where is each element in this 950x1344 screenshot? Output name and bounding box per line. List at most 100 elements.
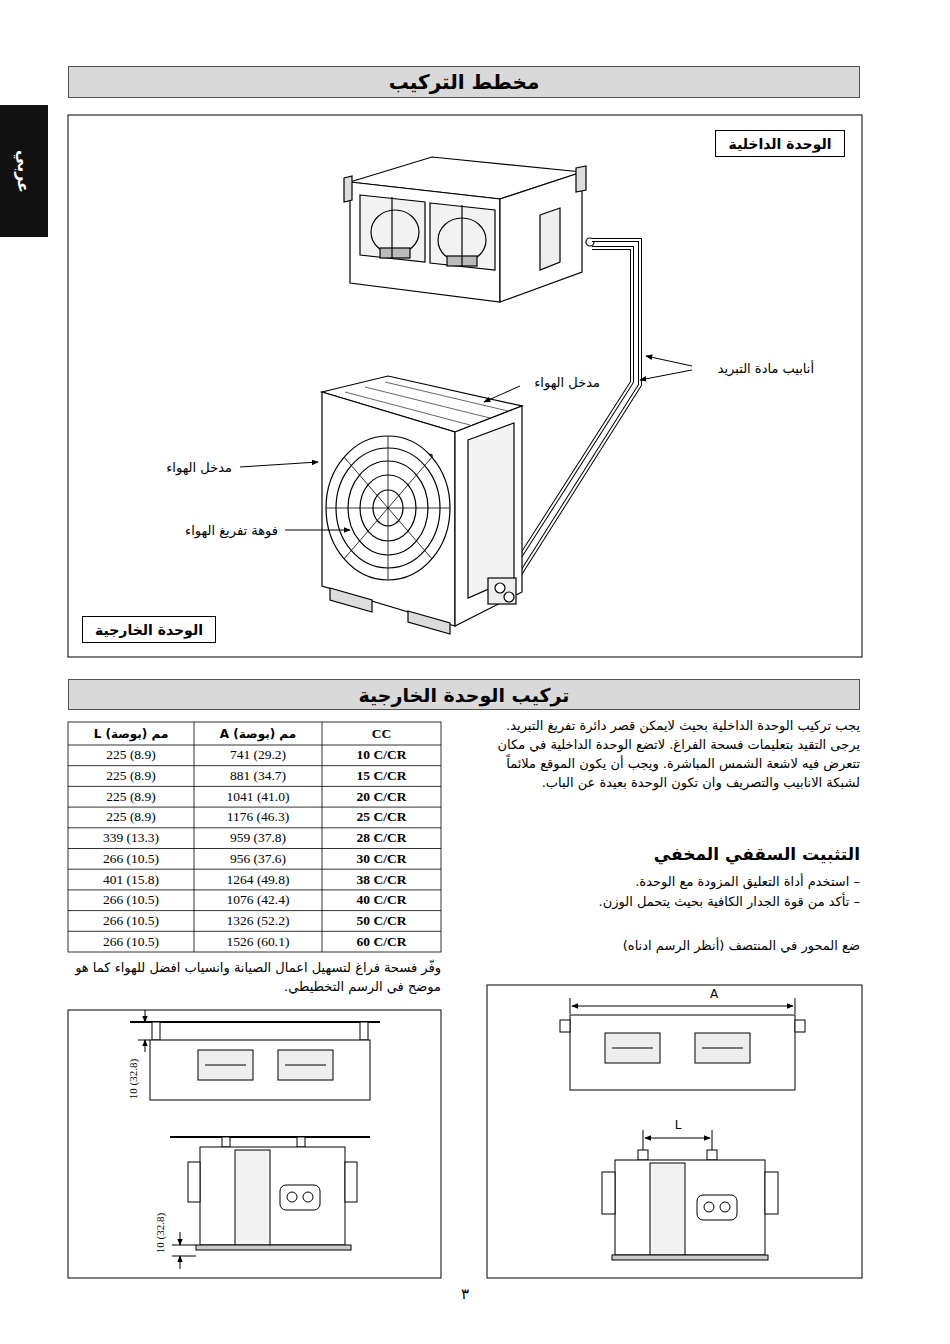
table-cell: 10 C/CR: [322, 745, 441, 766]
clearance-figure: [68, 1010, 441, 1278]
clearance-figure: [278, 1050, 333, 1080]
outdoor-unit: [385, 382, 508, 411]
table-cell: 339 (13.3): [68, 828, 194, 849]
outdoor-unit: [495, 583, 505, 593]
suspension-figure: [487, 985, 862, 1278]
outdoor-unit: [344, 457, 432, 559]
clearance-figure: [68, 1010, 441, 1278]
clearance-figure: [180, 1232, 181, 1245]
indoor-unit: [380, 248, 410, 258]
refrigerant-pipes: [506, 248, 632, 579]
table-cell: 25 C/CR: [322, 807, 441, 828]
leader-line: [285, 530, 350, 531]
callout-label: أنابيب مادة التبريد: [676, 359, 814, 378]
body-text: التثبيت السقفي المخفي: [560, 843, 860, 865]
clearance-figure: [130, 1021, 380, 1023]
suspension-figure: [765, 1172, 778, 1214]
table-cell: 956 (37.6): [194, 849, 322, 870]
clearance-figure: [172, 1256, 196, 1257]
suspension-figure: [650, 1163, 685, 1255]
clearance-figure: [235, 1150, 270, 1245]
clearance-figure: [150, 1040, 370, 1100]
outdoor-unit: [504, 592, 514, 602]
clearance-figure: [152, 1022, 160, 1040]
body-text: وفّر فسحة فراغ لتسهيل اعمال الصيانة وانس…: [68, 958, 441, 996]
clearance-figure: [297, 1137, 305, 1147]
label-box: الوحدة الخارجية: [82, 616, 216, 643]
indoor-unit: [500, 172, 582, 302]
table-cell: 50 C/CR: [322, 911, 441, 932]
indoor-unit: [391, 197, 392, 258]
table-cell: 959 (37.8): [194, 828, 322, 849]
suspension-figure: [615, 1160, 765, 1255]
table-grid: [68, 745, 441, 746]
dimension-label: A: [704, 986, 724, 1003]
suspension-figure: [707, 1150, 717, 1160]
label-box: الوحدة الداخلية: [715, 130, 845, 157]
indoor-unit: [461, 205, 462, 266]
table-cell: A مم (بوصة): [194, 722, 322, 745]
page-number: ٣: [445, 1284, 485, 1304]
suspension-figure: [643, 1130, 644, 1150]
suspension-figure: [702, 1048, 743, 1049]
clearance-figure: [172, 1245, 196, 1246]
table-cell: 38 C/CR: [322, 869, 441, 890]
body-text: – استخدم أداة التعليق المزودة مع الوحدة.: [487, 872, 860, 891]
language-tab: عربي: [0, 105, 48, 237]
outdoor-unit: [344, 457, 432, 559]
outdoor-unit: [488, 578, 516, 604]
suspension-figure: [612, 1255, 768, 1260]
table-cell: 1176 (46.3): [194, 807, 322, 828]
table-grid: [68, 889, 441, 890]
suspension-figure: [572, 1006, 793, 1007]
body-text: يجب تركيب الوحدة الداخلية بحيث لايمكن قص…: [487, 716, 860, 792]
table-cell: 225 (8.9): [68, 786, 194, 807]
suspension-figure: [570, 1015, 795, 1090]
table-cell: 881 (34.7): [194, 766, 322, 787]
table-cell: 15 C/CR: [322, 766, 441, 787]
table-cell: 225 (8.9): [68, 766, 194, 787]
suspension-figure: [720, 1202, 730, 1212]
suspension-figure: [605, 1033, 660, 1063]
table-cell: 1526 (60.1): [194, 931, 322, 952]
table-cell: 401 (15.8): [68, 869, 194, 890]
callout-label: مدخل الهواء: [508, 373, 600, 392]
suspension-figure: [487, 985, 862, 1278]
refrigerant-pipes: [514, 240, 640, 584]
outdoor-unit: [322, 392, 455, 626]
table-cell: L مم (بوصة): [68, 722, 194, 745]
table-grid: [68, 786, 441, 787]
table-cell: CC: [322, 722, 441, 745]
leader-line: [640, 370, 692, 380]
table-cell: 60 C/CR: [322, 931, 441, 952]
refrigerant-pipes: [506, 248, 632, 579]
table-cell: 28 C/CR: [322, 828, 441, 849]
indoor-unit: [344, 176, 352, 202]
clearance-figure: [287, 1192, 297, 1202]
node-text: عربي: [14, 149, 33, 192]
refrigerant-pipes: [506, 240, 640, 584]
table-grid: [322, 722, 323, 952]
suspension-figure: [795, 998, 796, 1014]
table-cell: 1041 (41.0): [194, 786, 322, 807]
diagram-frame: [68, 115, 862, 657]
outdoor-unit: [468, 423, 514, 598]
clearance-figure: [280, 1185, 320, 1210]
clearance-figure: [180, 1256, 181, 1269]
table-grid: [68, 765, 441, 766]
clearance-figure: [196, 1245, 351, 1250]
dimension-label: L: [668, 1117, 688, 1134]
suspension-figure: [645, 1138, 710, 1139]
indoor-unit: [540, 208, 560, 270]
table-cell: 266 (10.5): [68, 931, 194, 952]
body-text: – تأكد من قوة الجدار الكافية بحيث يتحمل …: [487, 892, 860, 911]
table-grid: [194, 722, 195, 952]
section-band: تركيب الوحدة الخارجية: [68, 679, 860, 710]
clearance-figure: [138, 1040, 150, 1041]
suspension-figure: [795, 1020, 805, 1032]
outdoor-unit: [326, 436, 450, 580]
table-cell: 266 (10.5): [68, 911, 194, 932]
body-text: ضع المحور في المنتصف (أنظر الرسم ادناه): [487, 936, 860, 955]
table-grid: [68, 722, 441, 952]
